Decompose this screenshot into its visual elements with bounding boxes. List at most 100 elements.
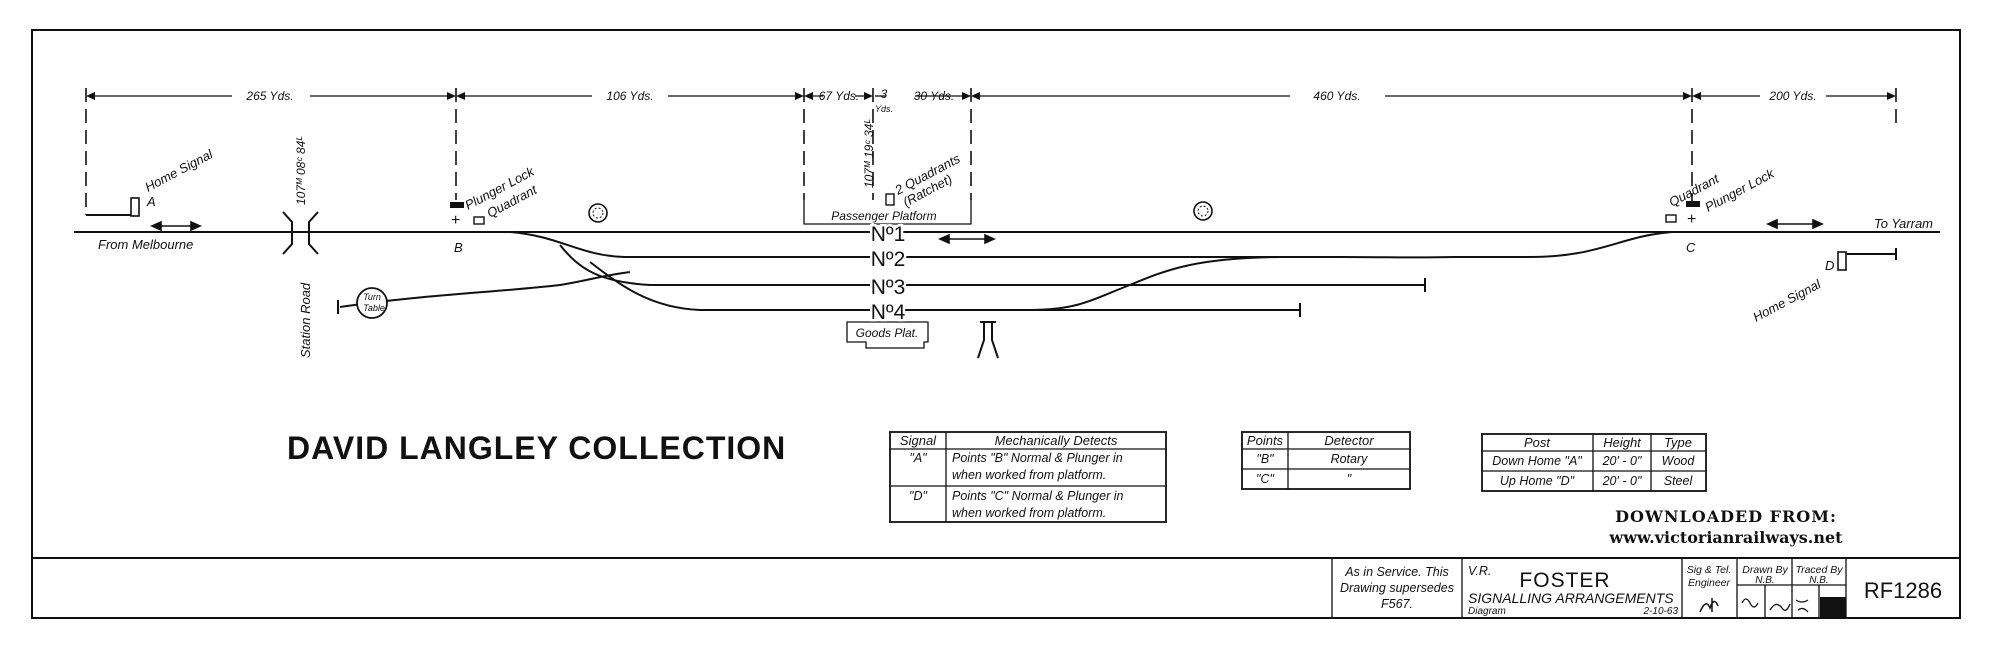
detector-table-row-c-detector: "	[1347, 472, 1352, 486]
post-table-row-a-post: Down Home "A"	[1492, 454, 1582, 468]
post-table-row-d-height: 20' - 0"	[1602, 474, 1642, 488]
passenger-platform-outline	[803, 200, 972, 225]
road-no3	[559, 244, 1425, 286]
post-table-row-d-type: Steel	[1664, 474, 1694, 488]
vr-label: V.R.	[1468, 564, 1491, 578]
dim-460-yds: 460 Yds.	[1313, 89, 1360, 103]
direction-arrow-left	[150, 220, 202, 232]
signal-table-header-detects: Mechanically Detects	[995, 433, 1118, 448]
quadrant-c	[1665, 214, 1677, 223]
from-melbourne-label: From Melbourne	[98, 237, 193, 252]
signal-table-row-d-line1: Points "C" Normal & Plunger in	[952, 489, 1123, 503]
mileage-station-road: 107ᴹ 08ᶜ 84ᴸ	[294, 136, 308, 205]
post-table-header-post: Post	[1524, 435, 1551, 450]
road-label-no1: Nº1	[871, 223, 906, 246]
level-crossing	[282, 211, 319, 255]
black-reference-box	[1820, 597, 1846, 618]
goods-siding	[977, 322, 999, 359]
signal-table-row-d-line2: when worked from platform.	[952, 506, 1106, 520]
goods-platform-outline	[846, 321, 929, 349]
turntable	[356, 287, 388, 319]
engineer-signature	[1699, 598, 1719, 613]
crossover-no4-no2	[1029, 256, 1281, 311]
status-line-1: As in Service. This	[1344, 565, 1449, 579]
detector-table-row-b-points: "B"	[1256, 452, 1274, 466]
road-no2	[509, 231, 1673, 259]
signal-table-row-d-signal: "D"	[909, 489, 927, 503]
collection-watermark: DAVID LANGLEY COLLECTION	[287, 430, 786, 466]
dim-106-yds: 106 Yds.	[606, 89, 653, 103]
dim-3-yds-unit: Yds.	[875, 104, 893, 114]
goods-platform-label: Goods Plat.	[856, 326, 919, 340]
traced-by-initials: N.B.	[1809, 575, 1828, 586]
turntable-spur	[339, 271, 631, 308]
signal-a-letter: A	[146, 194, 156, 209]
post-table-row-d-post: Up Home "D"	[1500, 474, 1575, 488]
turntable-label-1: Turn	[363, 292, 381, 302]
downloaded-from-label: DOWNLOADED FROM:	[1615, 507, 1837, 526]
points-c-letter: C	[1686, 240, 1696, 255]
lamp-symbol-2	[1193, 201, 1213, 221]
detector-table-header-points: Points	[1247, 433, 1284, 448]
signal-post-table: Post Height Type Down Home "A" 20' - 0" …	[1481, 433, 1707, 492]
signal-d-letter: D	[1825, 258, 1834, 273]
drawing-number: RF1286	[1864, 578, 1942, 603]
signal-table-row-a-line1: Points "B" Normal & Plunger in	[952, 451, 1123, 465]
lamp-symbol-1	[588, 203, 608, 223]
diagram-label: Diagram	[1468, 606, 1506, 617]
to-yarram-label: To Yarram	[1874, 216, 1933, 231]
track-layout	[74, 211, 1940, 359]
signal-detects-table: Signal Mechanically Detects "A" Points "…	[889, 431, 1167, 523]
post-table-header-type: Type	[1664, 435, 1692, 450]
dim-200-yds: 200 Yds.	[1768, 89, 1816, 103]
home-signal-a	[86, 197, 140, 217]
engineer-label: Engineer	[1688, 577, 1731, 589]
home-signal-a-label: Home Signal	[142, 146, 216, 195]
quadrant-b	[473, 216, 485, 225]
title-block: As in Service. This Drawing supersedes F…	[1331, 558, 1942, 618]
dim-30-yds: 30 Yds.	[914, 89, 954, 103]
signal-table-row-a-line2: when worked from platform.	[952, 468, 1106, 482]
detector-table-header-detector: Detector	[1324, 433, 1374, 448]
road-no4	[589, 261, 1300, 311]
detector-table-row-b-detector: Rotary	[1331, 452, 1369, 466]
drawn-by-label: Drawn By	[1742, 564, 1788, 576]
plunger-lock-b	[450, 202, 464, 208]
road-label-no4: Nº4	[871, 301, 906, 324]
turntable-label-2: Table	[363, 303, 385, 313]
plunger-lock-c	[1686, 201, 1700, 207]
drawing-border	[31, 29, 1961, 619]
drawn-by-initials: N.B.	[1755, 575, 1774, 586]
signal-table-header-signal: Signal	[900, 433, 937, 448]
points-b-letter: B	[454, 240, 463, 255]
plunger-plus-b: +	[451, 212, 460, 229]
post-table-row-a-type: Wood	[1662, 454, 1696, 468]
road-label-no2: Nº2	[871, 248, 906, 271]
detector-table-row-c-points: "C"	[1256, 472, 1274, 486]
mileage-platform: 107ᴹ 19ᶜ 34ᴸ	[862, 119, 876, 188]
status-line-3: F567.	[1381, 597, 1413, 611]
road-label-no3: Nº3	[871, 276, 906, 299]
points-detector-table: Points Detector "B" Rotary "C" "	[1241, 431, 1411, 490]
passenger-platform-label: Passenger Platform	[831, 209, 936, 223]
home-signal-d	[1837, 248, 1897, 271]
drawing-subtitle: SIGNALLING ARRANGEMENTS	[1468, 590, 1674, 606]
dim-67-yds: 67 Yds.	[819, 89, 859, 103]
direction-arrow-right	[1766, 218, 1824, 230]
traced-by-label: Traced By	[1795, 564, 1843, 576]
download-url: www.victorianrailways.net	[1608, 528, 1843, 547]
plunger-plus-c: +	[1687, 211, 1696, 228]
sig-tel-label: Sig & Tel.	[1687, 564, 1732, 576]
drawing-date: 2-10-63	[1643, 606, 1679, 617]
station-road-label: Station Road	[298, 282, 313, 358]
home-signal-d-label: Home Signal	[1750, 276, 1824, 325]
post-table-row-a-height: 20' - 0"	[1602, 454, 1642, 468]
signal-table-row-a-signal: "A"	[909, 451, 927, 465]
quadrants-ratchet-box	[885, 193, 895, 206]
post-table-header-height: Height	[1603, 435, 1642, 450]
dimension-lines: 265 Yds. 106 Yds. 67 Yds. 3 Yds. 30 Yds.…	[85, 87, 1897, 215]
dim-3-yds: 3	[881, 87, 888, 101]
check-scribbles	[1741, 598, 1809, 613]
platform-arrow	[938, 233, 996, 245]
